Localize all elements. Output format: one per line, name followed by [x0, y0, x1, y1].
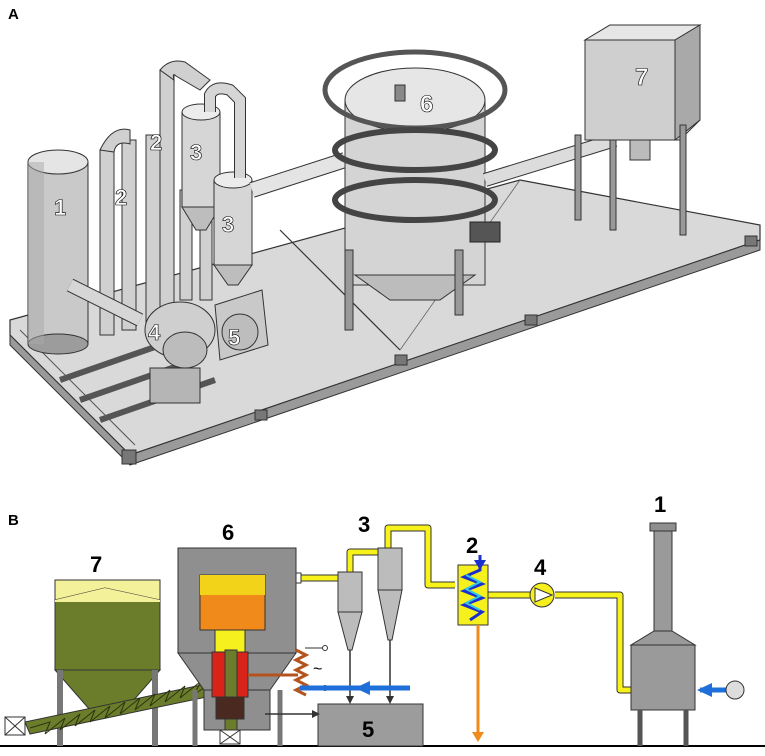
label-a-4: 4 [148, 320, 161, 345]
label-a-2b: 2 [150, 130, 162, 155]
exhaust-stack-1 [629, 522, 697, 746]
char-collector-5 [265, 703, 424, 747]
heat-exchanger-tubes-2 [99, 60, 213, 336]
pump-4 [529, 582, 555, 608]
label-b-6: 6 [222, 520, 234, 545]
label-a-2a: 2 [115, 185, 127, 210]
blue-flow-line [300, 680, 745, 700]
fan-4 [66, 278, 216, 404]
condenser-2 [457, 555, 489, 742]
label-b-5: 5 [362, 717, 374, 742]
label-a-1: 1 [54, 195, 66, 220]
cyclones-3 [181, 82, 253, 286]
label-b-3: 3 [358, 512, 370, 537]
label-a-7: 7 [635, 64, 648, 91]
label-a-3a: 3 [190, 140, 202, 165]
screw-feeder-pipe [482, 133, 618, 187]
label-a-6: 6 [420, 91, 433, 118]
label-a-5: 5 [228, 325, 240, 350]
cyclones-3-schematic [337, 547, 403, 704]
label-b-2: 2 [466, 533, 478, 558]
ac-symbol: ~ [313, 661, 322, 678]
hopper-7 [574, 24, 702, 236]
collector-box-5 [214, 289, 269, 361]
reactor-6-schematic [177, 547, 297, 746]
reactor-6 [322, 49, 508, 331]
label-b-7: 7 [90, 552, 102, 577]
label-b-4: 4 [534, 555, 547, 580]
vertical-tank-1 [27, 149, 89, 355]
label-b-1: 1 [654, 492, 666, 517]
connecting-pipe [249, 152, 348, 198]
panel-a-rendering: 1 2 2 3 3 4 5 6 7 [9, 24, 761, 466]
label-a-3b: 3 [222, 212, 234, 237]
panel-a-label: A [8, 6, 19, 23]
panel-b-label: B [8, 512, 19, 529]
